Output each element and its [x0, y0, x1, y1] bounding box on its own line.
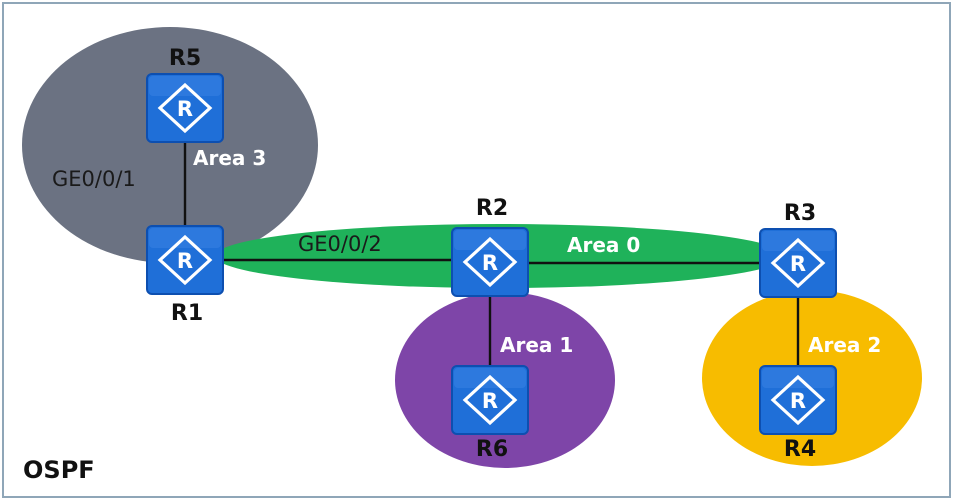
interface-label-ge0-0-1: GE0/0/1	[52, 167, 136, 191]
router-r5[interactable]: R5	[145, 46, 225, 144]
diagram-title: OSPF	[23, 456, 95, 484]
router-icon	[758, 227, 838, 299]
router-label: R1	[171, 301, 203, 326]
area-2-label: Area 2	[808, 333, 881, 357]
router-icon	[758, 364, 838, 436]
router-r3[interactable]: R3	[758, 201, 838, 299]
router-r2[interactable]: R2	[450, 196, 530, 298]
router-icon	[145, 224, 225, 296]
router-r6[interactable]: R6	[450, 364, 530, 462]
area-3-region	[22, 27, 318, 263]
router-icon	[450, 364, 530, 436]
router-label: R5	[169, 46, 201, 71]
router-icon	[450, 226, 530, 298]
router-r4[interactable]: R4	[758, 364, 838, 462]
router-icon	[145, 72, 225, 144]
router-label: R2	[476, 196, 508, 221]
router-r1[interactable]: R1	[145, 224, 225, 326]
interface-label-ge0-0-2: GE0/0/2	[298, 232, 382, 256]
router-label: R4	[784, 437, 816, 462]
links	[183, 114, 800, 366]
router-label: R6	[476, 437, 508, 462]
router-label: R3	[784, 201, 816, 226]
area-1-label: Area 1	[500, 333, 573, 357]
area-3-label: Area 3	[193, 146, 266, 170]
area-0-label: Area 0	[567, 233, 640, 257]
